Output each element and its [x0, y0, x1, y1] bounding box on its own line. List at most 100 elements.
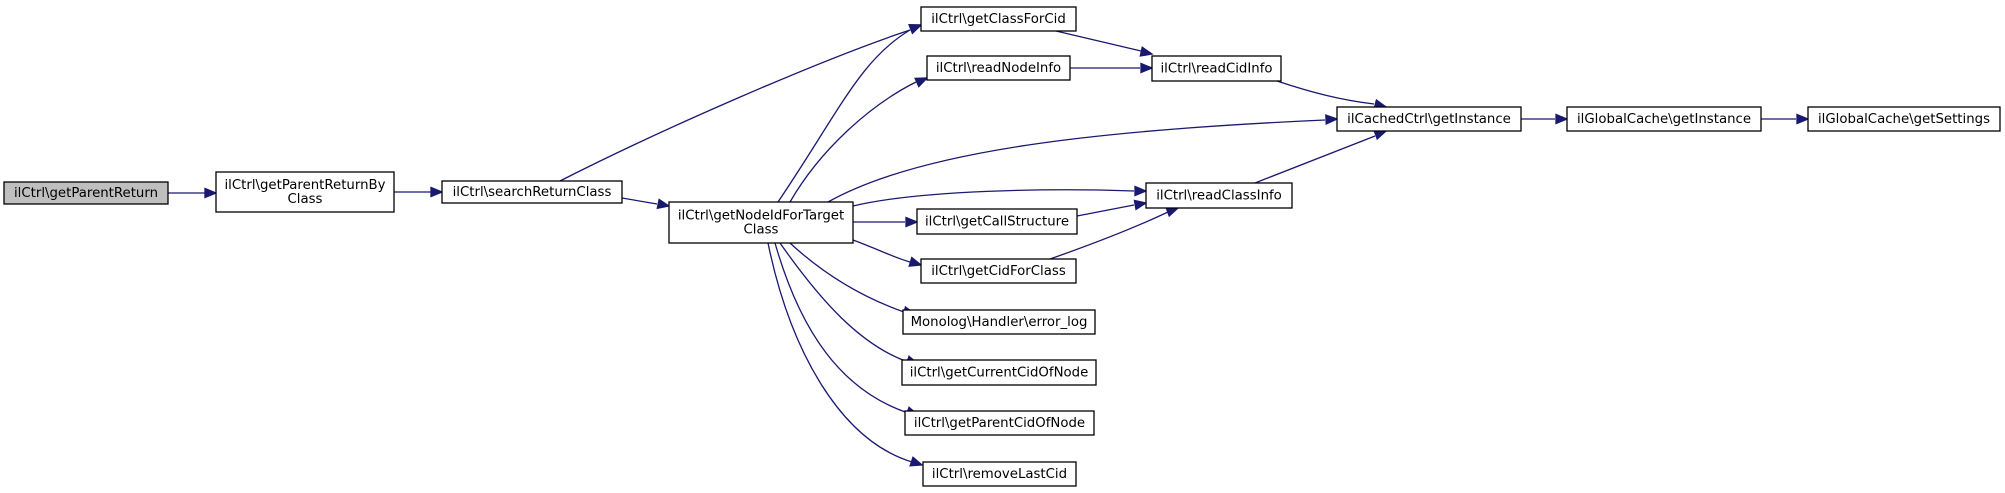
- edge-arrowhead: [1796, 113, 1810, 125]
- edge-arrowhead: [905, 216, 919, 228]
- node-box: [215, 171, 395, 213]
- edge-getNodeIdForTargetClass-to-getClassForCid: [777, 24, 923, 203]
- node-label: ilCtrl\getNodeIdForTarget: [678, 209, 844, 224]
- node-readNodeInfo[interactable]: ilCtrl\readNodeInfo: [926, 55, 1071, 81]
- node-getCallStructure[interactable]: ilCtrl\getCallStructure: [916, 208, 1078, 235]
- edge-searchReturnClass-to-getNodeIdForTargetClass: [621, 197, 671, 210]
- node-box: [1807, 106, 2001, 132]
- node-getParentReturn[interactable]: ilCtrl\getParentReturn: [3, 181, 169, 205]
- node-label: ilCtrl\readCidInfo: [1160, 62, 1272, 77]
- node-box: [916, 208, 1078, 235]
- edge-getParentReturn-to-getParentReturnByClass: [168, 187, 218, 199]
- edges-layer: [168, 24, 1810, 467]
- edge-arrowhead: [1133, 199, 1148, 211]
- node-cachedGetInstance[interactable]: ilCachedCtrl\getInstance: [1336, 106, 1522, 132]
- edge-readNodeInfo-to-readCidInfo: [1070, 62, 1154, 74]
- edge-line: [1049, 211, 1169, 260]
- node-box: [902, 309, 1096, 335]
- node-label: ilGlobalCache\getSettings: [1818, 112, 1990, 127]
- node-box: [922, 461, 1077, 487]
- edge-line: [774, 242, 909, 414]
- edge-line: [777, 29, 911, 203]
- edge-searchReturnClass-to-getClassForCid: [559, 24, 923, 182]
- edge-arrowhead: [914, 77, 929, 88]
- edge-arrowhead: [1165, 206, 1180, 218]
- node-label: ilCtrl\readNodeInfo: [936, 61, 1061, 76]
- nodes-layer: ilCtrl\getParentReturn ilCtrl\getParentRe…: [3, 6, 2001, 487]
- node-box: [920, 6, 1077, 32]
- node-box: [920, 258, 1077, 284]
- node-label: ilCtrl\getCidForClass: [931, 264, 1066, 279]
- edge-line: [779, 242, 909, 363]
- node-label: ilCtrl\searchReturnClass: [453, 185, 612, 200]
- node-globalGetInstance[interactable]: ilGlobalCache\getInstance: [1566, 106, 1762, 132]
- node-readCidInfo[interactable]: ilCtrl\readCidInfo: [1151, 55, 1282, 82]
- edge-getNodeIdForTargetClass-to-getCallStructure: [853, 216, 919, 228]
- node-label: ilCtrl\getCallStructure: [925, 215, 1069, 230]
- edge-arrowhead: [204, 187, 218, 199]
- edge-getNodeIdForTargetClass-to-readClassInfo: [852, 185, 1148, 207]
- edge-arrowhead: [1325, 114, 1339, 125]
- focus-node-box: [3, 181, 169, 205]
- edge-line: [621, 197, 658, 205]
- edge-getNodeIdForTargetClass-to-getParentCidOfNode: [774, 242, 920, 417]
- node-label: ilCtrl\getClassForCid: [931, 12, 1066, 27]
- edge-line: [852, 189, 1135, 207]
- edge-readClassInfo-to-cachedGetInstance: [1254, 129, 1388, 184]
- node-label: ilCachedCtrl\getInstance: [1347, 112, 1511, 127]
- node-box: [901, 359, 1097, 386]
- edge-arrowhead: [909, 456, 924, 467]
- node-box: [1336, 106, 1522, 132]
- node-label: ilCtrl\getParentReturnBy: [224, 178, 385, 193]
- edge-line: [767, 242, 913, 463]
- node-label: ilCtrl\removeLastCid: [932, 467, 1067, 482]
- edge-line: [1076, 204, 1135, 217]
- node-readClassInfo[interactable]: ilCtrl\readClassInfo: [1145, 182, 1293, 209]
- node-errorLog[interactable]: Monolog\Handler\error_log: [902, 309, 1096, 335]
- node-getCidForClass[interactable]: ilCtrl\getCidForClass: [920, 258, 1077, 284]
- node-box: [1566, 106, 1762, 132]
- node-label: ilCtrl\getParentCidOfNode: [914, 416, 1085, 431]
- node-box: [926, 55, 1071, 81]
- node-getSettings[interactable]: ilGlobalCache\getSettings: [1807, 106, 2001, 132]
- node-box: [1151, 55, 1282, 82]
- node-label: ilCtrl\getParentReturn: [14, 186, 158, 201]
- edge-readCidInfo-to-cachedGetInstance: [1276, 80, 1388, 110]
- node-label: ilCtrl\readClassInfo: [1156, 189, 1282, 204]
- edge-line: [852, 239, 911, 263]
- edge-getNodeIdForTargetClass-to-getCidForClass: [852, 239, 923, 267]
- edge-globalGetInstance-to-getSettings: [1761, 113, 1810, 125]
- edge-getParentReturnByClass-to-searchReturnClass: [394, 186, 444, 198]
- node-label: Monolog\Handler\error_log: [911, 315, 1088, 330]
- node-box: [904, 410, 1095, 436]
- edge-arrowhead: [1555, 113, 1569, 125]
- edge-arrowhead: [1373, 129, 1388, 141]
- edge-line: [1055, 30, 1142, 52]
- edge-line: [827, 119, 1326, 203]
- edge-arrowhead: [1140, 62, 1154, 74]
- edge-arrowhead: [1134, 185, 1148, 197]
- edge-getCallStructure-to-readClassInfo: [1076, 199, 1148, 217]
- edge-arrowhead: [908, 256, 923, 267]
- edge-line: [1276, 80, 1375, 105]
- node-removeLastCid[interactable]: ilCtrl\removeLastCid: [922, 461, 1077, 487]
- node-getCurrentCidOfNode[interactable]: ilCtrl\getCurrentCidOfNode: [901, 359, 1097, 386]
- edge-getNodeIdForTargetClass-to-readNodeInfo: [789, 77, 929, 203]
- node-getClassForCid[interactable]: ilCtrl\getClassForCid: [920, 6, 1077, 32]
- edge-arrowhead: [1139, 46, 1154, 57]
- edge-line: [789, 242, 905, 313]
- edge-line: [789, 81, 917, 203]
- node-label: ilCtrl\getCurrentCidOfNode: [910, 366, 1089, 381]
- node-label: ilGlobalCache\getInstance: [1577, 112, 1751, 127]
- edge-getNodeIdForTargetClass-to-errorLog: [789, 242, 917, 317]
- node-getParentCidOfNode[interactable]: ilCtrl\getParentCidOfNode: [904, 410, 1095, 436]
- edge-getNodeIdForTargetClass-to-cachedGetInstance: [827, 114, 1339, 203]
- edge-cachedGetInstance-to-globalGetInstance: [1521, 113, 1569, 125]
- node-searchReturnClass[interactable]: ilCtrl\searchReturnClass: [441, 180, 623, 204]
- node-label: Class: [744, 223, 779, 238]
- edge-getNodeIdForTargetClass-to-removeLastCid: [767, 242, 924, 467]
- edge-arrowhead: [656, 198, 671, 210]
